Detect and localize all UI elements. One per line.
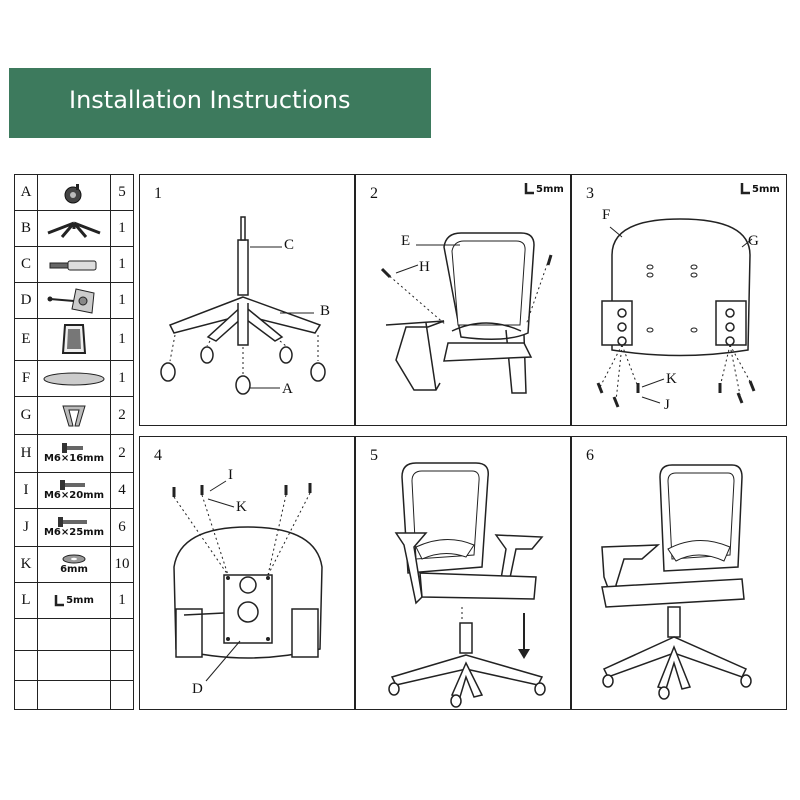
bolt-icon <box>58 517 87 527</box>
step-panel-6: 6 <box>571 436 787 710</box>
part-spec: M6×16mm <box>43 453 105 464</box>
parts-row-l: L 5mm 1 <box>15 583 133 619</box>
callout-k: K <box>236 499 247 515</box>
bolt-icon <box>62 443 83 453</box>
part-letter: C <box>15 247 38 282</box>
assembled-chair-illustration <box>601 464 752 700</box>
part-letter: H <box>15 435 38 472</box>
step-number: 3 <box>586 185 594 202</box>
callout-f: F <box>602 207 611 223</box>
step-number: 5 <box>370 447 378 464</box>
parts-row-d: D 1 <box>15 283 133 319</box>
part-qty: 6 <box>110 509 133 546</box>
step-panel-2: 2 5mm E H <box>355 174 571 426</box>
parts-row-j: J M6×25mm 6 <box>15 509 133 547</box>
armrest-icon <box>38 397 110 434</box>
part-letter: G <box>15 397 38 434</box>
part-qty: 5 <box>110 175 133 210</box>
part-letter: D <box>15 283 38 318</box>
parts-row-b: B 1 <box>15 211 133 247</box>
parts-row-k: K 6mm 10 <box>15 547 133 583</box>
part-qty: 1 <box>110 211 133 246</box>
allen-key-icon <box>524 183 534 195</box>
washer-icon <box>62 554 86 564</box>
callout-k: K <box>666 371 677 387</box>
parts-row-empty <box>15 681 133 709</box>
part-letter: F <box>15 361 38 396</box>
step-panel-4: 4 I K D <box>139 436 355 710</box>
parts-row-empty <box>15 619 133 651</box>
parts-row-g: G 2 <box>15 397 133 435</box>
part-spec: M6×25mm <box>43 527 105 538</box>
callout-c: C <box>284 237 295 253</box>
callout-g: G <box>748 233 759 249</box>
part-qty: 2 <box>110 435 133 472</box>
allen-key-icon <box>54 594 65 606</box>
step-number: 6 <box>586 447 594 464</box>
part-spec: 6mm <box>60 564 88 575</box>
callout-i: I <box>228 467 233 483</box>
allen-key-tool: 5mm <box>740 183 780 195</box>
part-letter: I <box>15 473 38 508</box>
part-qty: 1 <box>110 247 133 282</box>
callout-e: E <box>401 233 411 249</box>
parts-row-h: H M6×16mm 2 <box>15 435 133 473</box>
part-qty: 1 <box>110 319 133 360</box>
step-number: 4 <box>154 447 162 464</box>
step-panel-3: 3 5mm F G K J <box>571 174 787 426</box>
gas-lift-icon <box>38 247 110 282</box>
part-letter: L <box>15 583 38 618</box>
step-number: 1 <box>154 185 162 202</box>
part-qty: 1 <box>110 283 133 318</box>
part-letter: A <box>15 175 38 210</box>
allen-key-tool: 5mm <box>524 183 564 195</box>
bolt-icon <box>60 480 85 490</box>
part-qty: 1 <box>110 583 133 618</box>
callout-b: B <box>320 303 331 319</box>
parts-row-e: E 1 <box>15 319 133 361</box>
step-number: 2 <box>370 185 378 202</box>
parts-row-empty <box>15 651 133 681</box>
part-qty: 2 <box>110 397 133 434</box>
callout-j: J <box>664 397 670 413</box>
parts-row-i: I M6×20mm 4 <box>15 473 133 509</box>
part-letter: B <box>15 211 38 246</box>
parts-row-f: F 1 <box>15 361 133 397</box>
part-letter: J <box>15 509 38 546</box>
part-qty: 1 <box>110 361 133 396</box>
tilt-mechanism-icon <box>38 283 110 318</box>
seat-cushion-icon <box>38 361 110 396</box>
callout-a: A <box>282 381 293 397</box>
part-letter: E <box>15 319 38 360</box>
callout-h: H <box>419 259 430 275</box>
mesh-backrest-icon <box>38 319 110 360</box>
part-spec: M6×20mm <box>43 490 105 501</box>
step-panel-1: 1 C B A <box>139 174 355 426</box>
star-base-icon <box>38 211 110 246</box>
title-banner: Installation Instructions <box>9 68 431 138</box>
backrest-assembly-illustration <box>380 232 553 394</box>
callout-d: D <box>192 681 203 697</box>
part-spec: 5mm <box>66 595 94 606</box>
allen-key-icon <box>740 183 750 195</box>
part-letter: K <box>15 547 38 582</box>
part-qty: 4 <box>110 473 133 508</box>
seat-armrest-illustration <box>596 218 756 408</box>
parts-table: A 5 B 1 C 1 D 1 E 1 F 1 <box>14 174 134 710</box>
tool-size: 5mm <box>536 183 564 195</box>
page-title: Installation Instructions <box>69 86 351 114</box>
mechanism-assembly-illustration <box>172 480 323 682</box>
base-assembly-illustration <box>160 216 326 395</box>
step-panel-5: 5 <box>355 436 571 710</box>
parts-row-a: A 5 <box>15 175 133 211</box>
caster-wheel-icon <box>38 175 110 210</box>
seat-on-base-illustration <box>388 462 546 708</box>
part-qty: 10 <box>110 547 133 582</box>
parts-row-c: C 1 <box>15 247 133 283</box>
tool-size: 5mm <box>752 183 780 195</box>
